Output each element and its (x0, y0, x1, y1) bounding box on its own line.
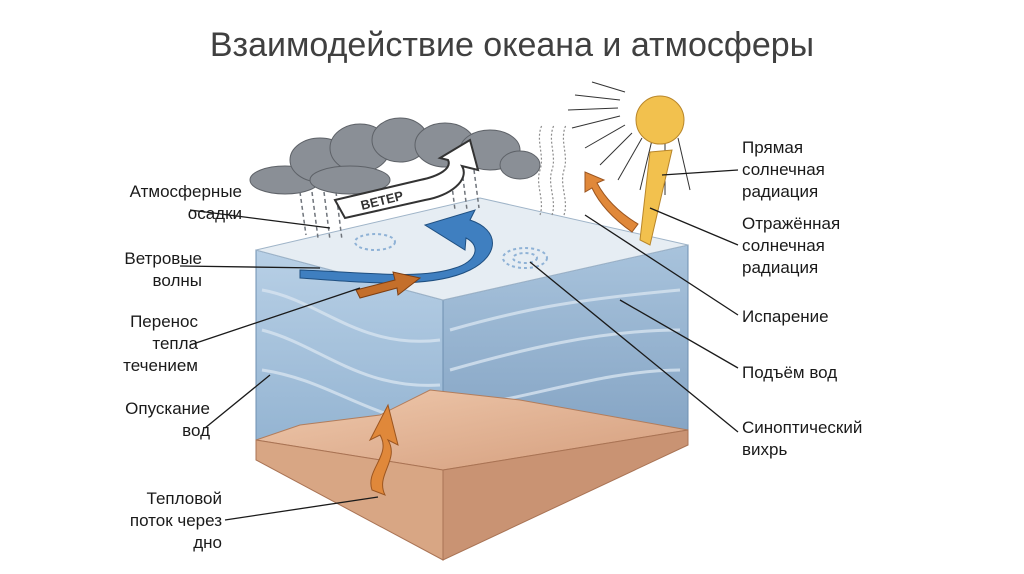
label-wind-waves: Ветровые волны (124, 249, 202, 290)
evaporation-lines (537, 124, 567, 216)
label-reflected-solar-radiation: Отражённая солнечная радиация (742, 214, 841, 277)
bottom-heat-arrow (368, 403, 399, 496)
surface-eddies (354, 233, 548, 269)
label-atmospheric-precipitation: Атмосферные осадки (129, 182, 242, 223)
label-heat-transfer: Перенос тепла течением (123, 312, 198, 375)
label-upwelling: Подъём вод (742, 363, 838, 382)
label-direct-solar-radiation: Прямая солнечная радиация (742, 138, 825, 201)
wind-arrow (333, 138, 480, 220)
sun-icon (567, 81, 691, 195)
label-bottom-heat-flow: Тепловой поток через дно (129, 489, 222, 552)
heat-transfer-arrow (355, 271, 422, 299)
label-evaporation: Испарение (742, 307, 829, 326)
label-synoptic-eddy: Синоптический вихрь (742, 418, 863, 459)
page-title: Взаимодействие океана и атмосферы (209, 26, 815, 64)
leader-lines (179, 169, 739, 521)
label-downwelling: Опускание вод (125, 399, 210, 440)
clouds (249, 117, 541, 195)
reflected-radiation-arrow (584, 171, 639, 233)
seabed-side-edge (442, 429, 689, 561)
direct-radiation-beam (639, 149, 673, 246)
